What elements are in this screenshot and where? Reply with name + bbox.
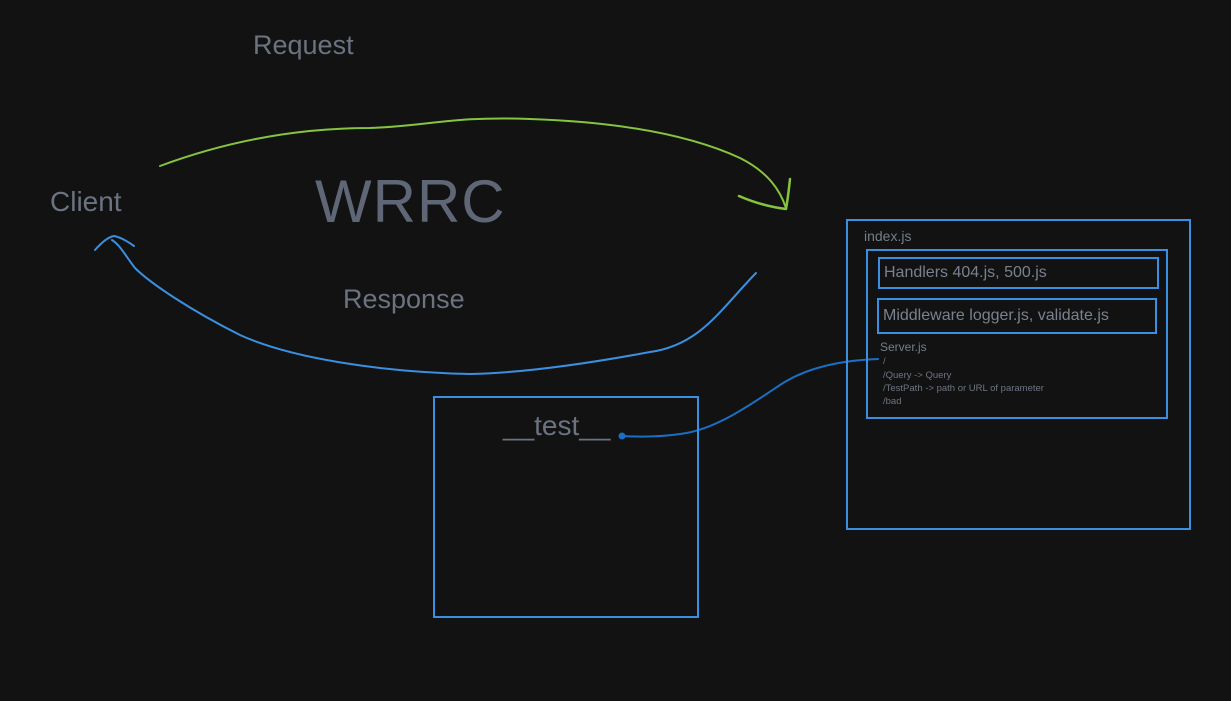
response-arrowhead xyxy=(94,235,135,251)
client-label: Client xyxy=(50,186,122,217)
request-arrow xyxy=(159,117,787,209)
test-box xyxy=(433,396,699,618)
request-arrowhead xyxy=(737,177,792,211)
route-item: /bad xyxy=(883,396,902,407)
handlers-box xyxy=(878,257,1159,289)
response-arrow xyxy=(111,239,757,376)
server-to-test-connector xyxy=(621,358,879,438)
route-item: / xyxy=(883,356,886,367)
middleware-box xyxy=(877,298,1157,334)
test-label: __test__ xyxy=(503,410,611,441)
response-label: Response xyxy=(343,284,465,314)
route-item: /Query -> Query xyxy=(883,370,952,381)
index-js-box xyxy=(846,219,1191,530)
server-js-label: Server.js xyxy=(880,340,927,354)
route-item: /TestPath -> path or URL of parameter xyxy=(883,383,1044,394)
wrrc-title: WRRC xyxy=(315,168,506,235)
middleware-label: Middleware logger.js, validate.js xyxy=(883,307,1109,324)
connector-endpoint xyxy=(618,432,626,440)
handlers-label: Handlers 404.js, 500.js xyxy=(884,264,1047,281)
index-js-label: index.js xyxy=(864,228,912,244)
request-label: Request xyxy=(253,30,354,60)
server-box xyxy=(866,249,1168,419)
